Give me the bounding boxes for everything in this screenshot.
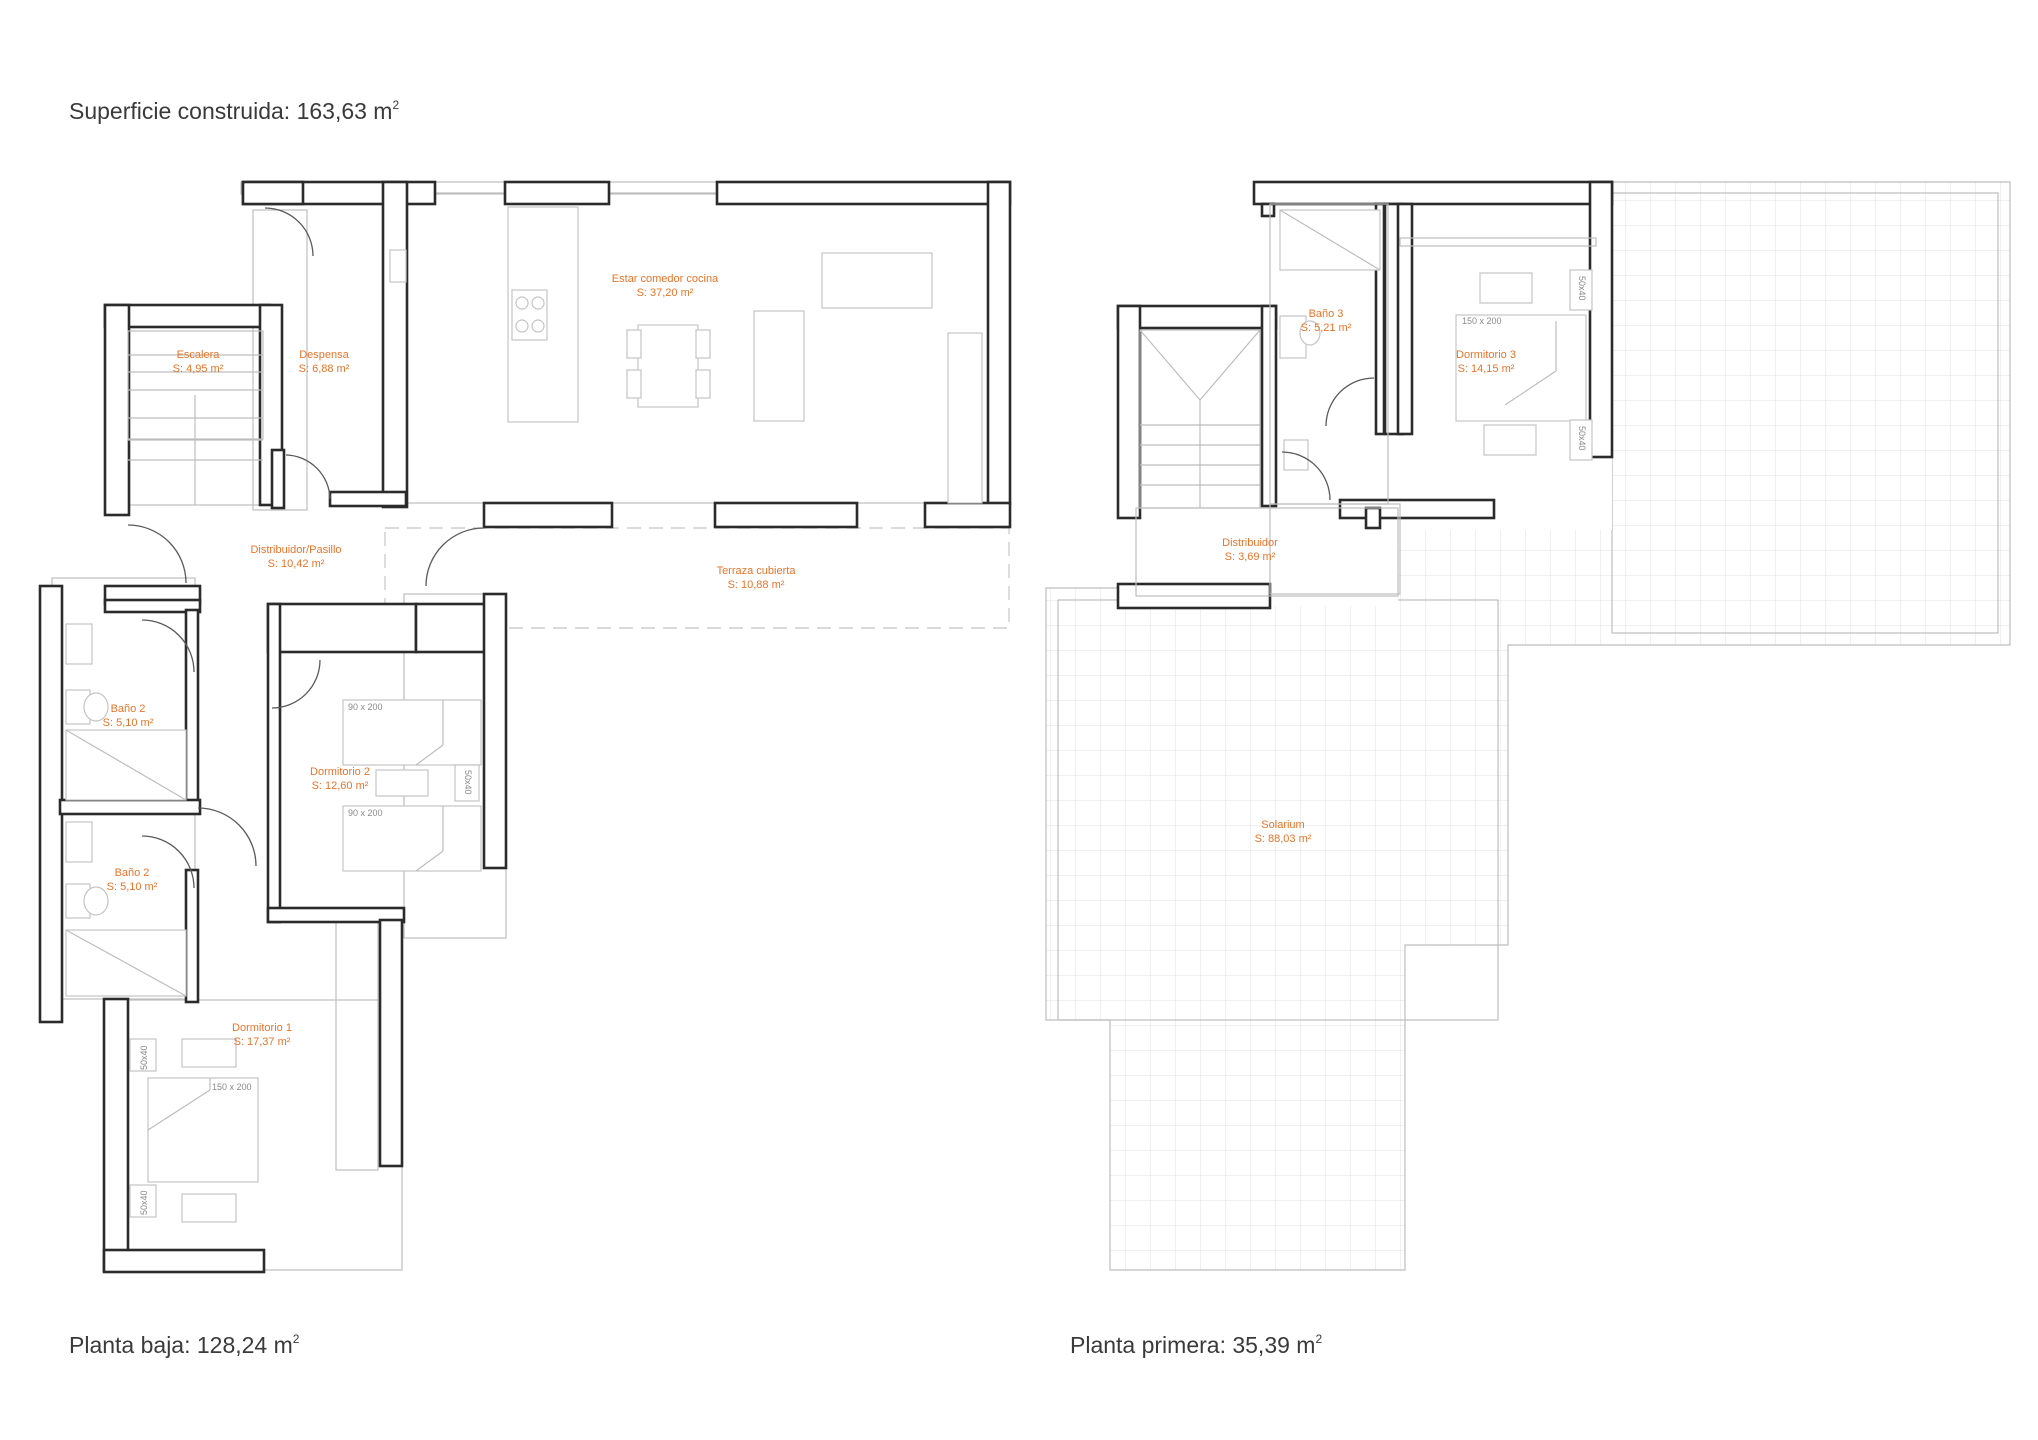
room-name-estar: Estar comedor cocina	[612, 273, 719, 285]
room-surface-dormitorio-1: S: 17,37 m²	[234, 1036, 291, 1048]
room-name-escalera: Escalera	[177, 349, 221, 361]
room-surface-bano-3: S: 5,21 m²	[1301, 322, 1352, 334]
first-floor-stairs	[1139, 329, 1261, 509]
room-surface-despensa: S: 6,88 m²	[299, 363, 350, 375]
bed-size-label: 150 x 200	[212, 1082, 252, 1092]
kitchen-living-furniture	[389, 206, 983, 504]
room-name-bano-3: Baño 3	[1309, 308, 1344, 320]
room-surface-dormitorio-2: S: 12,60 m²	[312, 780, 369, 792]
bathroom-2-lower-fixtures	[65, 821, 187, 997]
room-surface-distribuidor: S: 10,42 m²	[268, 558, 325, 570]
room-name-terraza: Terraza cubierta	[717, 565, 797, 577]
room-surface-distribuidor-1: S: 3,69 m²	[1225, 551, 1276, 563]
room-name-distribuidor-1: Distribuidor	[1222, 537, 1278, 549]
room-name-dormitorio-1: Dormitorio 1	[232, 1022, 292, 1034]
nightstand-size-label: 50x40	[1577, 276, 1587, 301]
bathroom-2-upper-fixtures	[65, 623, 187, 801]
bed-size-label: 90 x 200	[348, 808, 383, 818]
room-surface-escalera: S: 4,95 m²	[173, 363, 224, 375]
room-surface-terraza: S: 10,88 m²	[728, 579, 785, 591]
ground-floor-heading: Planta baja: 128,24 m2	[69, 1332, 300, 1358]
room-surface-dormitorio-3: S: 14,15 m²	[1458, 363, 1515, 375]
bedroom-2-furniture	[342, 699, 482, 872]
room-name-dormitorio-3: Dormitorio 3	[1456, 349, 1516, 361]
first-floor-plan: Baño 3 S: 5,21 m² Dormitorio 3 S: 14,15 …	[1045, 180, 2011, 1271]
total-surface-heading: Superficie construida: 163,63 m2	[69, 98, 400, 124]
nightstand-size-label: 50x40	[139, 1190, 149, 1215]
room-surface-bano-2a: S: 5,10 m²	[103, 717, 154, 729]
room-name-dormitorio-2: Dormitorio 2	[310, 766, 370, 778]
bedroom-1-furniture	[129, 1038, 259, 1223]
bed-size-label: 150 x 200	[1462, 316, 1502, 326]
room-name-bano-2a: Baño 2	[111, 703, 146, 715]
bathroom-3-fixtures	[1279, 209, 1381, 471]
room-name-despensa: Despensa	[299, 349, 349, 361]
first-floor-heading: Planta primera: 35,39 m2	[1070, 1332, 1323, 1358]
ground-stairs	[127, 330, 264, 505]
bed-size-label: 90 x 200	[348, 702, 383, 712]
nightstand-size-label: 50x40	[139, 1045, 149, 1070]
room-surface-solarium: S: 88,03 m²	[1255, 833, 1312, 845]
room-surface-bano-2b: S: 5,10 m²	[107, 881, 158, 893]
room-name-bano-2b: Baño 2	[115, 867, 150, 879]
ground-floor-plan: Estar comedor cocina S: 37,20 m² Escaler…	[38, 180, 1012, 1274]
bedroom-3-furniture	[1455, 269, 1593, 461]
room-name-solarium: Solarium	[1261, 819, 1304, 831]
nightstand-size-label: 50x40	[1577, 426, 1587, 451]
nightstand-size-label: 50x40	[463, 770, 473, 795]
room-surface-estar: S: 37,20 m²	[637, 287, 694, 299]
room-name-distribuidor: Distribuidor/Pasillo	[250, 544, 341, 556]
